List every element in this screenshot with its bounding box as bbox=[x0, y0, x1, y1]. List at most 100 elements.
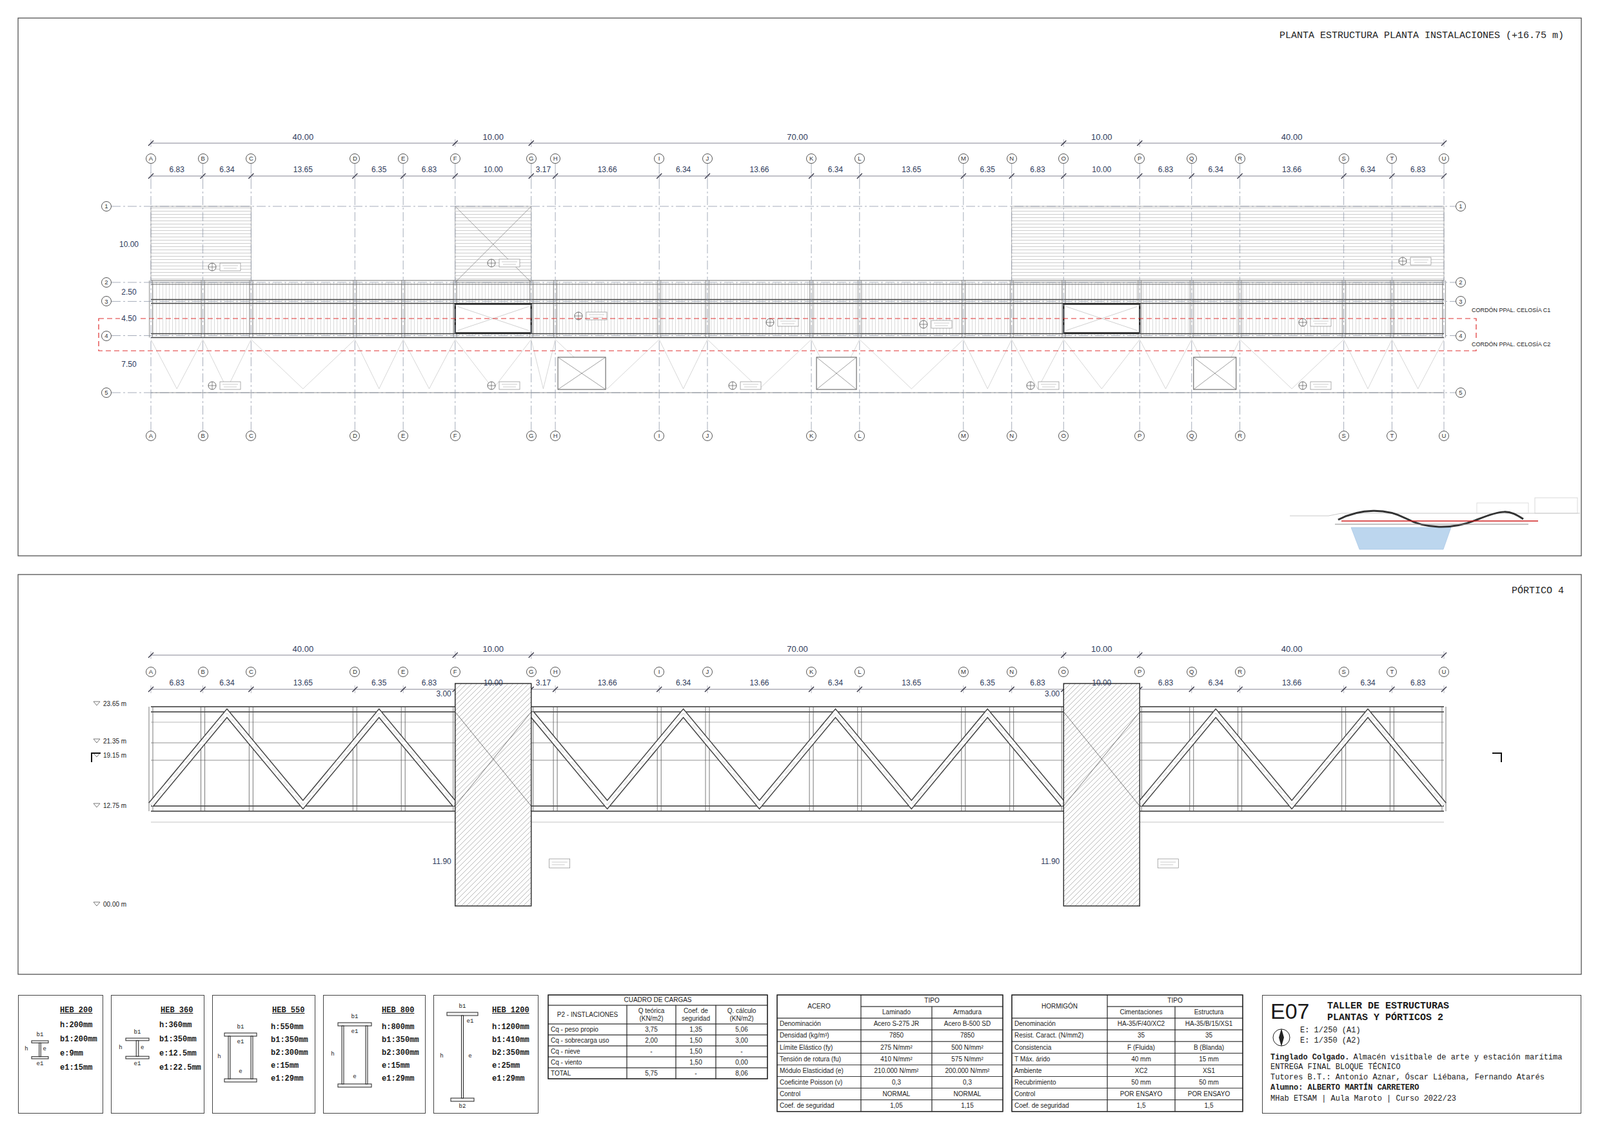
truss-post bbox=[1341, 706, 1343, 812]
truss-post bbox=[1241, 706, 1243, 812]
opening-box bbox=[1193, 357, 1237, 390]
section-label: e1 bbox=[134, 1061, 142, 1068]
truss-post bbox=[1189, 706, 1190, 812]
profile-card: HEB 800h:800mmb1:350mmb2:300mme:15mme1:2… bbox=[323, 995, 426, 1114]
table-cell bbox=[931, 1041, 1003, 1054]
truss-post bbox=[401, 706, 402, 812]
dimension-text: 10.00 bbox=[1091, 165, 1112, 174]
dimension-text: 10.00 bbox=[482, 132, 504, 142]
grid-bubble: O bbox=[1058, 153, 1069, 164]
table-cell-text: TIPO bbox=[924, 997, 939, 1005]
grid-line bbox=[202, 163, 204, 431]
column-line bbox=[248, 280, 250, 338]
grid-line bbox=[1191, 163, 1192, 431]
grid-label: U bbox=[1441, 155, 1447, 162]
title-line: Tinglado Colgado.Almacén visitbale de ar… bbox=[1270, 1049, 1566, 1063]
dimension-tick bbox=[1189, 686, 1195, 692]
note-box bbox=[1310, 381, 1332, 390]
table-cell-text: 1,50 bbox=[689, 1037, 702, 1045]
section-label: e bbox=[352, 1074, 356, 1081]
table-cell bbox=[1175, 1076, 1243, 1089]
table-cell bbox=[548, 995, 768, 1006]
sheet-heading: PLANTA ESTRUCTURA PLANTA INSTALACIONES (… bbox=[1279, 30, 1564, 42]
joist-zigzag bbox=[963, 339, 1012, 389]
note-box bbox=[1410, 257, 1432, 266]
grid-bubble: Q bbox=[1186, 153, 1197, 164]
context-ground bbox=[1289, 513, 1581, 516]
truss-post bbox=[704, 706, 706, 812]
note-scribble bbox=[1313, 321, 1329, 322]
dimension-text: 40.00 bbox=[1281, 132, 1303, 142]
level-text: 00.00 m bbox=[103, 900, 127, 909]
truss-post bbox=[964, 706, 966, 812]
profile-card: HEB 550h:550mmb1:350mmb2:300mme:15mme1:2… bbox=[212, 995, 316, 1114]
table-cell bbox=[715, 1056, 768, 1068]
truss-post bbox=[1389, 706, 1391, 812]
grid-bubble: G bbox=[526, 430, 537, 442]
profile-name: HEB 1200 bbox=[492, 1006, 530, 1016]
dimension-line bbox=[150, 143, 1444, 144]
dimension-text: 40.00 bbox=[292, 644, 315, 654]
dimension-text: 3.17 bbox=[535, 165, 551, 174]
profile-plate bbox=[228, 1036, 231, 1079]
table-cell bbox=[626, 1067, 676, 1079]
beam-line bbox=[150, 337, 1444, 338]
table-cell bbox=[860, 1006, 932, 1019]
grid-line bbox=[111, 335, 1456, 336]
profile-plate bbox=[337, 1022, 372, 1027]
table-cell-text: F (Fluida) bbox=[1127, 1044, 1156, 1052]
table-cell-text: Q teórica (KN/m2) bbox=[628, 1007, 674, 1023]
section-label: b1 bbox=[134, 1029, 142, 1037]
grid-line bbox=[250, 163, 252, 431]
profile-dimension: e:9mm bbox=[59, 1049, 84, 1059]
profile-dimension: h:800mm bbox=[381, 1023, 415, 1032]
grid-label: C bbox=[248, 155, 254, 162]
grid-line bbox=[111, 206, 1456, 208]
grid-bubble: I bbox=[653, 666, 665, 678]
note-scribble bbox=[223, 386, 237, 388]
table-cell bbox=[860, 1041, 932, 1054]
table-cell-text: - bbox=[740, 1047, 743, 1056]
level-marker bbox=[93, 701, 100, 706]
table-cell bbox=[626, 1035, 676, 1047]
table-cell-text: Coeficinte Poisson (ν) bbox=[779, 1078, 843, 1087]
joist-zigzag bbox=[203, 339, 252, 389]
profile-plate bbox=[450, 1098, 475, 1102]
table-cell bbox=[715, 1024, 768, 1036]
table-cell-text: - bbox=[650, 1047, 652, 1056]
truss-post bbox=[452, 706, 454, 812]
grid-bubble: 5 bbox=[1455, 387, 1466, 398]
note-scribble bbox=[1314, 323, 1328, 325]
table-cell-text: 410 N/mm² bbox=[880, 1055, 912, 1064]
grid-label: H bbox=[553, 432, 558, 440]
grid-bubble: Q bbox=[1186, 430, 1197, 442]
grid-line bbox=[111, 281, 1456, 283]
table-cell bbox=[931, 1018, 1003, 1030]
table-cell-text: 200.000 N/mm² bbox=[945, 1067, 990, 1076]
dimension-text: 11.90 bbox=[432, 857, 452, 867]
grid-label: S bbox=[1341, 155, 1346, 162]
profile-plate bbox=[224, 1033, 257, 1037]
dimension-tick bbox=[1009, 686, 1015, 692]
profile-dimension: b1:350mm bbox=[159, 1035, 197, 1045]
dimension-tick bbox=[1136, 140, 1143, 146]
opening-cross bbox=[557, 357, 606, 390]
dimension-text: 13.65 bbox=[901, 165, 921, 174]
table-cell bbox=[1107, 1029, 1176, 1042]
title-text: E: 1/350 (A2) bbox=[1300, 1036, 1361, 1046]
column-line bbox=[809, 280, 810, 338]
grid-label: U bbox=[1441, 432, 1447, 440]
joist-zigzag bbox=[659, 339, 708, 389]
dimension-text: 13.66 bbox=[750, 679, 770, 687]
column-line bbox=[1389, 280, 1391, 338]
truss-post bbox=[532, 706, 534, 812]
table-cell bbox=[626, 1056, 676, 1068]
profile-plate bbox=[224, 1078, 257, 1083]
section-label: e bbox=[140, 1045, 144, 1052]
grid-bubble: A bbox=[145, 666, 157, 678]
joist-zigzag bbox=[150, 339, 204, 389]
profile-plate bbox=[250, 1036, 253, 1079]
grid-label: B bbox=[200, 668, 205, 676]
profile-card: HEB 200h:200mmb1:200mme:9mme1:15mmb1hee1 bbox=[18, 995, 104, 1114]
grid-label: Q bbox=[1189, 668, 1194, 676]
